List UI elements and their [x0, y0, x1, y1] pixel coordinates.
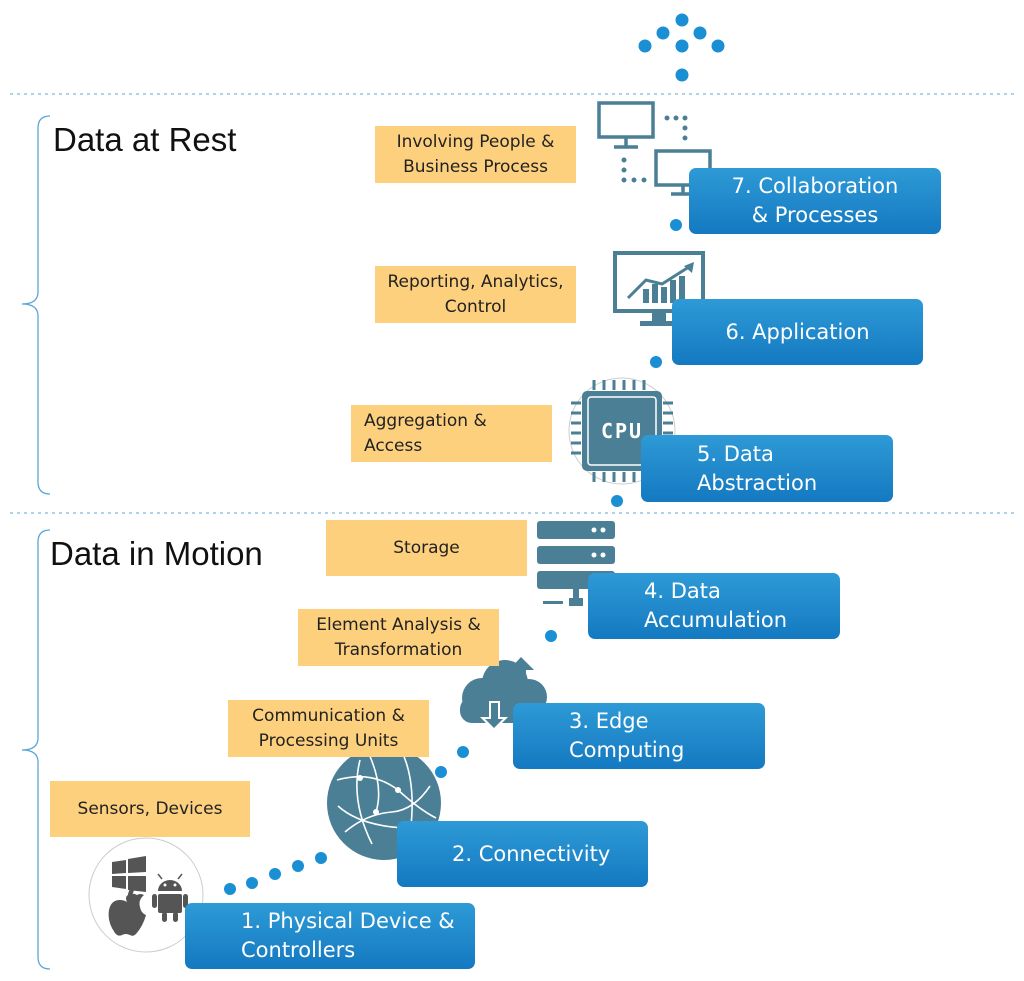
- tag-element-analysis-text: Element Analysis & Transformation: [316, 614, 481, 660]
- monitors-network-dots: [621, 115, 688, 183]
- tag-communication-processing: Communication & Processing Units: [228, 700, 429, 757]
- layer-4-data-accumulation: 4. Data Accumulation: [588, 573, 840, 639]
- section-title-data-at-rest: Data at Rest: [53, 121, 237, 158]
- layer-5-data-abstraction: 5. Data Abstraction: [641, 435, 893, 502]
- dotted-path: [224, 219, 682, 895]
- tag-storage-text: Storage: [393, 537, 460, 558]
- cpu-label: CPU: [601, 419, 643, 443]
- layer-6-label: 6. Application: [725, 319, 870, 344]
- tag-sensors-devices: Sensors, Devices: [50, 781, 250, 837]
- layer-2-connectivity: 2. Connectivity: [397, 821, 648, 887]
- chart-monitor-icon: [613, 251, 705, 326]
- monitors-network-icon: [597, 101, 712, 196]
- tag-aggregation-access: Aggregation & Access: [351, 405, 552, 462]
- layer-7-collaboration: 7. Collaboration & Processes: [689, 168, 941, 234]
- tag-involving-people-text: Involving People & Business Process: [396, 131, 555, 177]
- layer-2-label: 2. Connectivity: [452, 841, 611, 866]
- tag-element-analysis: Element Analysis & Transformation: [298, 609, 499, 666]
- layer-4-label: 4. Data Accumulation: [644, 579, 788, 632]
- tag-reporting-analytics-text: Reporting, Analytics, Control: [387, 271, 564, 317]
- layer-1-label: 1. Physical Device & Controllers: [241, 909, 455, 962]
- layer-1-physical-device: 1. Physical Device & Controllers: [185, 903, 475, 969]
- bracket-data-in-motion: [21, 529, 51, 970]
- server-rack-icon: [537, 521, 615, 606]
- layer-3-edge-computing: 3. Edge Computing: [513, 703, 765, 769]
- bracket-data-at-rest: [21, 115, 51, 495]
- tag-aggregation-access-text: Aggregation & Access: [364, 410, 487, 456]
- tag-involving-people: Involving People & Business Process: [375, 126, 576, 183]
- tag-reporting-analytics: Reporting, Analytics, Control: [375, 266, 576, 323]
- layer-7-label: 7. Collaboration & Processes: [731, 174, 899, 227]
- layer-3-label: 3. Edge Computing: [569, 709, 685, 762]
- layer-6-application: 6. Application: [672, 299, 923, 365]
- tag-storage: Storage: [326, 520, 527, 576]
- tag-sensors-devices-text: Sensors, Devices: [77, 798, 223, 819]
- tag-communication-processing-text: Communication & Processing Units: [252, 705, 405, 751]
- os-logos-icon: [88, 837, 204, 953]
- arrow-up-dots-icon: [638, 13, 725, 82]
- section-title-data-in-motion: Data in Motion: [50, 535, 263, 572]
- layer-5-label: 5. Data Abstraction: [697, 441, 818, 495]
